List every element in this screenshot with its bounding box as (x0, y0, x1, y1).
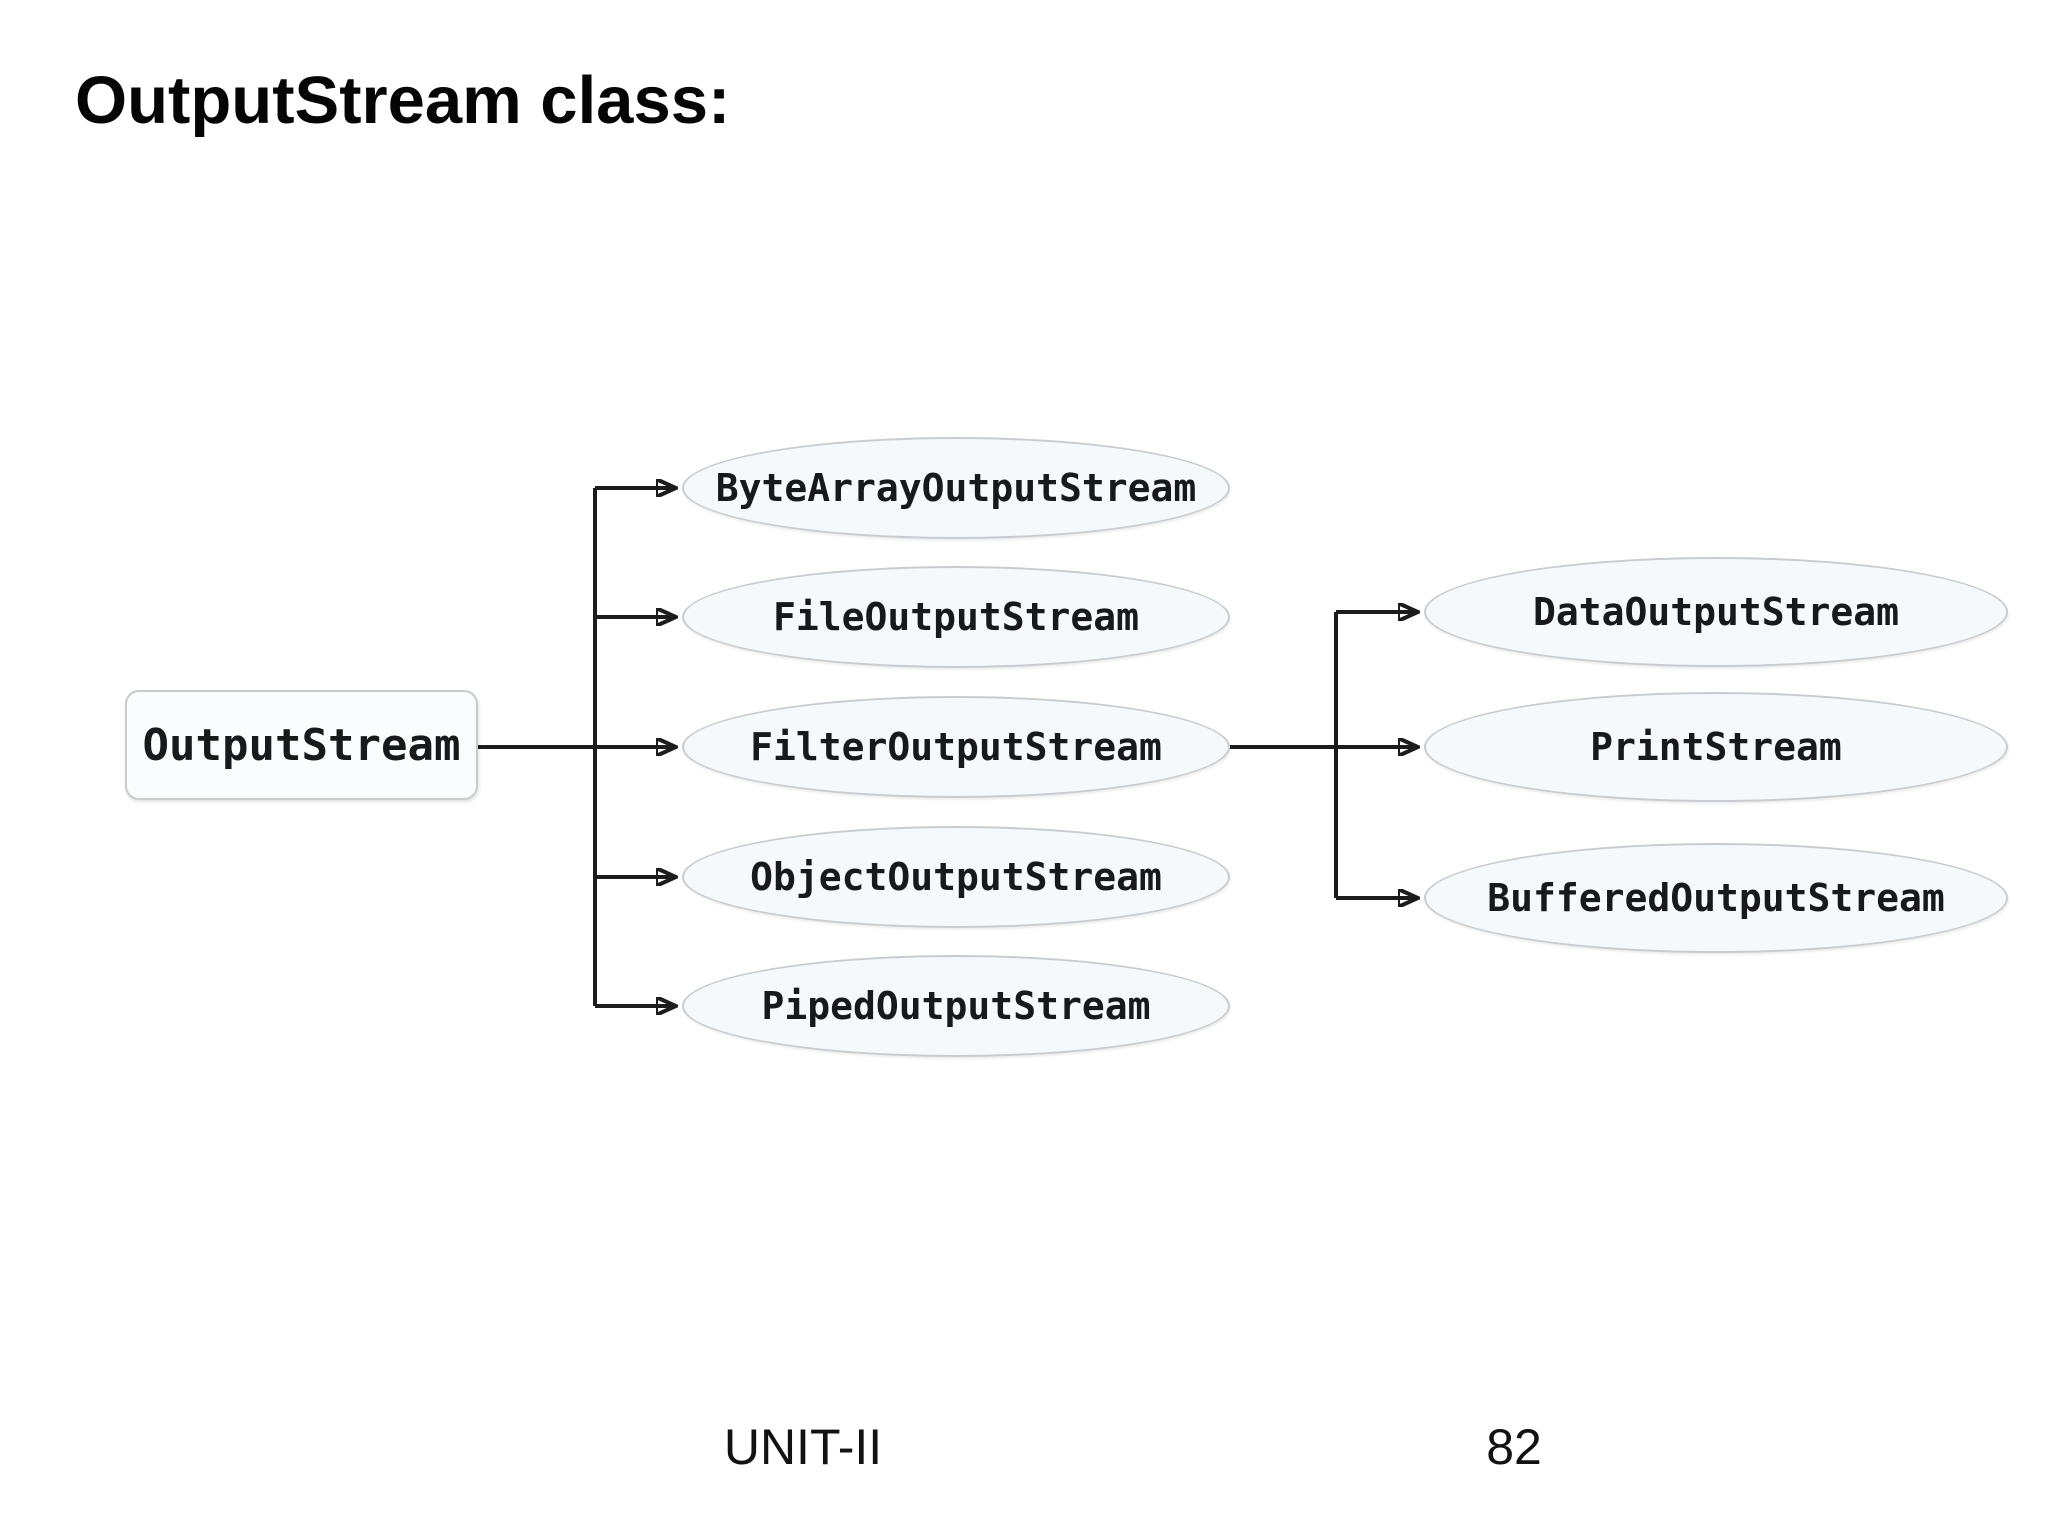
node-label: BufferedOutputStream (1487, 876, 1945, 920)
node-label: DataOutputStream (1532, 590, 1900, 634)
node-label: PrintStream (1590, 725, 1842, 769)
node-bufferedoutputstream: BufferedOutputStream (1424, 843, 2008, 953)
node-dataoutputstream: DataOutputStream (1424, 557, 2008, 667)
node-fileoutputstream: FileOutputStream (682, 566, 1230, 668)
node-label: ByteArrayOutputStream (715, 466, 1197, 510)
node-filteroutputstream: FilterOutputStream (682, 696, 1230, 798)
node-label: PipedOutputStream (761, 984, 1151, 1028)
node-printstream: PrintStream (1424, 692, 2008, 802)
node-label: ObjectOutputStream (750, 855, 1162, 899)
footer-page-number: 82 (1486, 1419, 1542, 1475)
node-outputstream: OutputStream (125, 690, 478, 800)
page-title: OutputStream class: (75, 63, 731, 138)
footer-unit: UNIT-II (723, 1419, 883, 1475)
node-bytearrayoutputstream: ByteArrayOutputStream (682, 437, 1230, 539)
node-pipedoutputstream: PipedOutputStream (682, 955, 1230, 1057)
node-objectoutputstream: ObjectOutputStream (682, 826, 1230, 928)
node-label: FileOutputStream (772, 595, 1140, 639)
node-label: FilterOutputStream (750, 725, 1162, 769)
node-label: OutputStream (142, 719, 461, 771)
